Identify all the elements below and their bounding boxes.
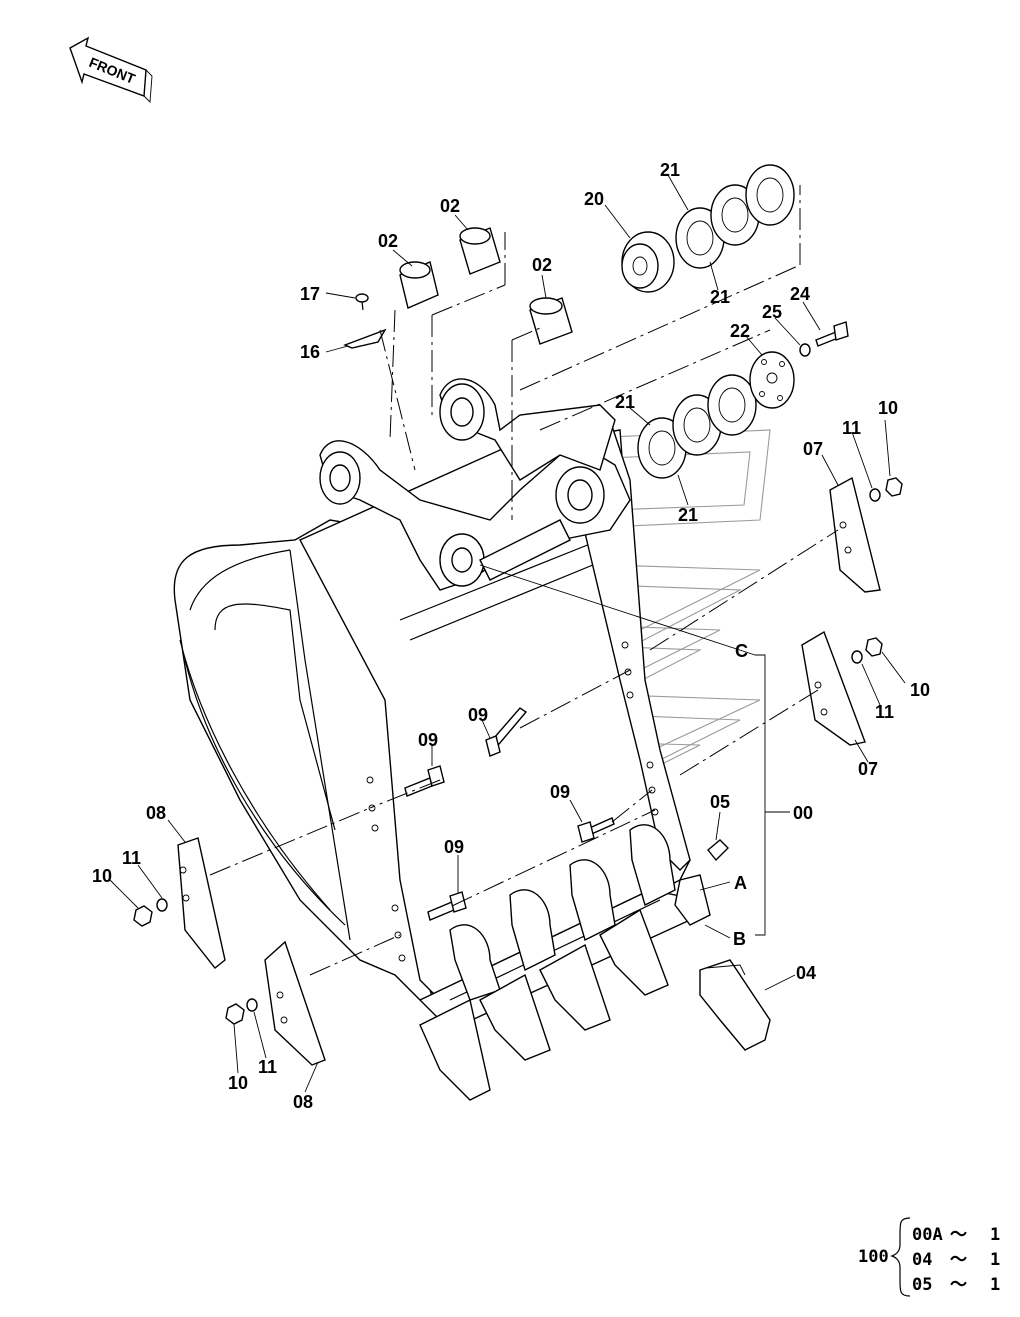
callout-04: 04 bbox=[796, 963, 816, 983]
callout-02-right: 02 bbox=[532, 255, 552, 275]
callout-21-top-lower: 21 bbox=[710, 287, 730, 307]
legend-row-2-code: 04 bbox=[912, 1250, 932, 1270]
callout-A: A bbox=[734, 873, 747, 893]
callout-11-lower-right: 11 bbox=[875, 702, 894, 722]
bolt-09-d-icon bbox=[427, 891, 467, 921]
legend-row-3-code: 05 bbox=[912, 1275, 932, 1295]
callout-07-lower: 07 bbox=[858, 759, 878, 779]
plate-22-icon bbox=[749, 351, 795, 409]
callout-21-mid: 21 bbox=[615, 392, 635, 412]
bushing-02-right-icon bbox=[529, 297, 573, 345]
washer-11-a-icon bbox=[869, 488, 881, 502]
nut-10-c-icon bbox=[133, 905, 153, 927]
legend-row-2-sep: ～ bbox=[950, 1250, 967, 1270]
bushing-02-left-icon bbox=[399, 261, 439, 309]
plate-16-icon bbox=[343, 328, 387, 349]
bushing-02-mid-icon bbox=[459, 227, 501, 275]
bolt-24-icon bbox=[815, 321, 849, 347]
callout-B: B bbox=[733, 929, 746, 949]
callout-10-bottom: 10 bbox=[228, 1073, 248, 1093]
callout-17: 17 bbox=[300, 284, 320, 304]
callout-11-left: 11 bbox=[122, 848, 141, 868]
bucket-teeth bbox=[419, 824, 771, 1101]
callout-21-bottom: 21 bbox=[678, 505, 698, 525]
callout-20: 20 bbox=[584, 189, 604, 209]
front-arrow-icon: FRONT bbox=[69, 36, 153, 104]
assembly-axis-lines bbox=[209, 185, 839, 976]
legend-main-number: 100 bbox=[858, 1247, 889, 1267]
callout-10-left: 10 bbox=[92, 866, 112, 886]
nut-10-b-icon bbox=[865, 637, 883, 657]
nut-10-d-icon bbox=[225, 1003, 245, 1025]
callout-C: C bbox=[735, 641, 748, 661]
collar-20-icon bbox=[621, 231, 675, 293]
callout-11-upper-right: 11 bbox=[842, 418, 861, 438]
callout-09-left: 09 bbox=[418, 730, 438, 750]
callout-21-top: 21 bbox=[660, 160, 680, 180]
callout-09-bottom: 09 bbox=[444, 837, 464, 857]
side-cutter-07-lower-icon bbox=[801, 630, 866, 746]
callout-05: 05 bbox=[710, 792, 730, 812]
callout-09-right: 09 bbox=[550, 782, 570, 802]
screw-17-icon bbox=[355, 293, 369, 311]
callout-16: 16 bbox=[300, 342, 320, 362]
callout-10-upper-right: 10 bbox=[878, 398, 898, 418]
washer-11-c-icon bbox=[156, 898, 168, 912]
callout-09-upper: 09 bbox=[468, 705, 488, 725]
legend-row-2-qty: 1 bbox=[990, 1250, 1000, 1270]
callout-08-upper: 08 bbox=[146, 803, 166, 823]
callout-08-lower: 08 bbox=[293, 1092, 313, 1112]
washer-11-d-icon bbox=[246, 998, 258, 1012]
callout-24: 24 bbox=[790, 284, 810, 304]
legend-row-1-qty: 1 bbox=[990, 1225, 1000, 1245]
legend-row-1-sep: ～ bbox=[950, 1225, 967, 1245]
callout-02-left: 02 bbox=[378, 231, 398, 251]
washer-11-b-icon bbox=[851, 650, 863, 664]
quantity-legend: 100 00A ～ 1 04 ～ 1 05 ～ 1 bbox=[858, 1217, 1000, 1297]
callout-00: 00 bbox=[793, 803, 813, 823]
callout-11-bottom: 11 bbox=[258, 1057, 277, 1077]
legend-row-1-code: 00A bbox=[912, 1225, 943, 1245]
side-cutter-08-upper-icon bbox=[177, 837, 226, 969]
shim-21-lower-row-icons bbox=[637, 374, 757, 479]
legend-row-3-sep: ～ bbox=[950, 1275, 967, 1295]
legend-row-3-qty: 1 bbox=[990, 1275, 1000, 1295]
bolt-09-a-icon bbox=[485, 707, 528, 757]
side-cutter-07-upper-icon bbox=[829, 476, 881, 593]
bolt-09-c-icon bbox=[577, 817, 615, 843]
washer-25-icon bbox=[799, 343, 811, 357]
pin-05-icon bbox=[707, 839, 729, 862]
callout-02-mid: 02 bbox=[440, 196, 460, 216]
shim-21-top-row-icons bbox=[675, 164, 795, 269]
callout-07-upper: 07 bbox=[803, 439, 823, 459]
callout-22: 22 bbox=[730, 321, 750, 341]
callout-10-lower-right: 10 bbox=[910, 680, 930, 700]
callout-25: 25 bbox=[762, 302, 782, 322]
leader-lines bbox=[109, 174, 906, 1093]
side-cutter-08-lower-icon bbox=[264, 940, 326, 1066]
nut-10-a-icon bbox=[885, 477, 903, 497]
callout-labels: 02 02 02 17 16 20 21 21 21 21 24 25 22 1… bbox=[92, 160, 930, 1112]
